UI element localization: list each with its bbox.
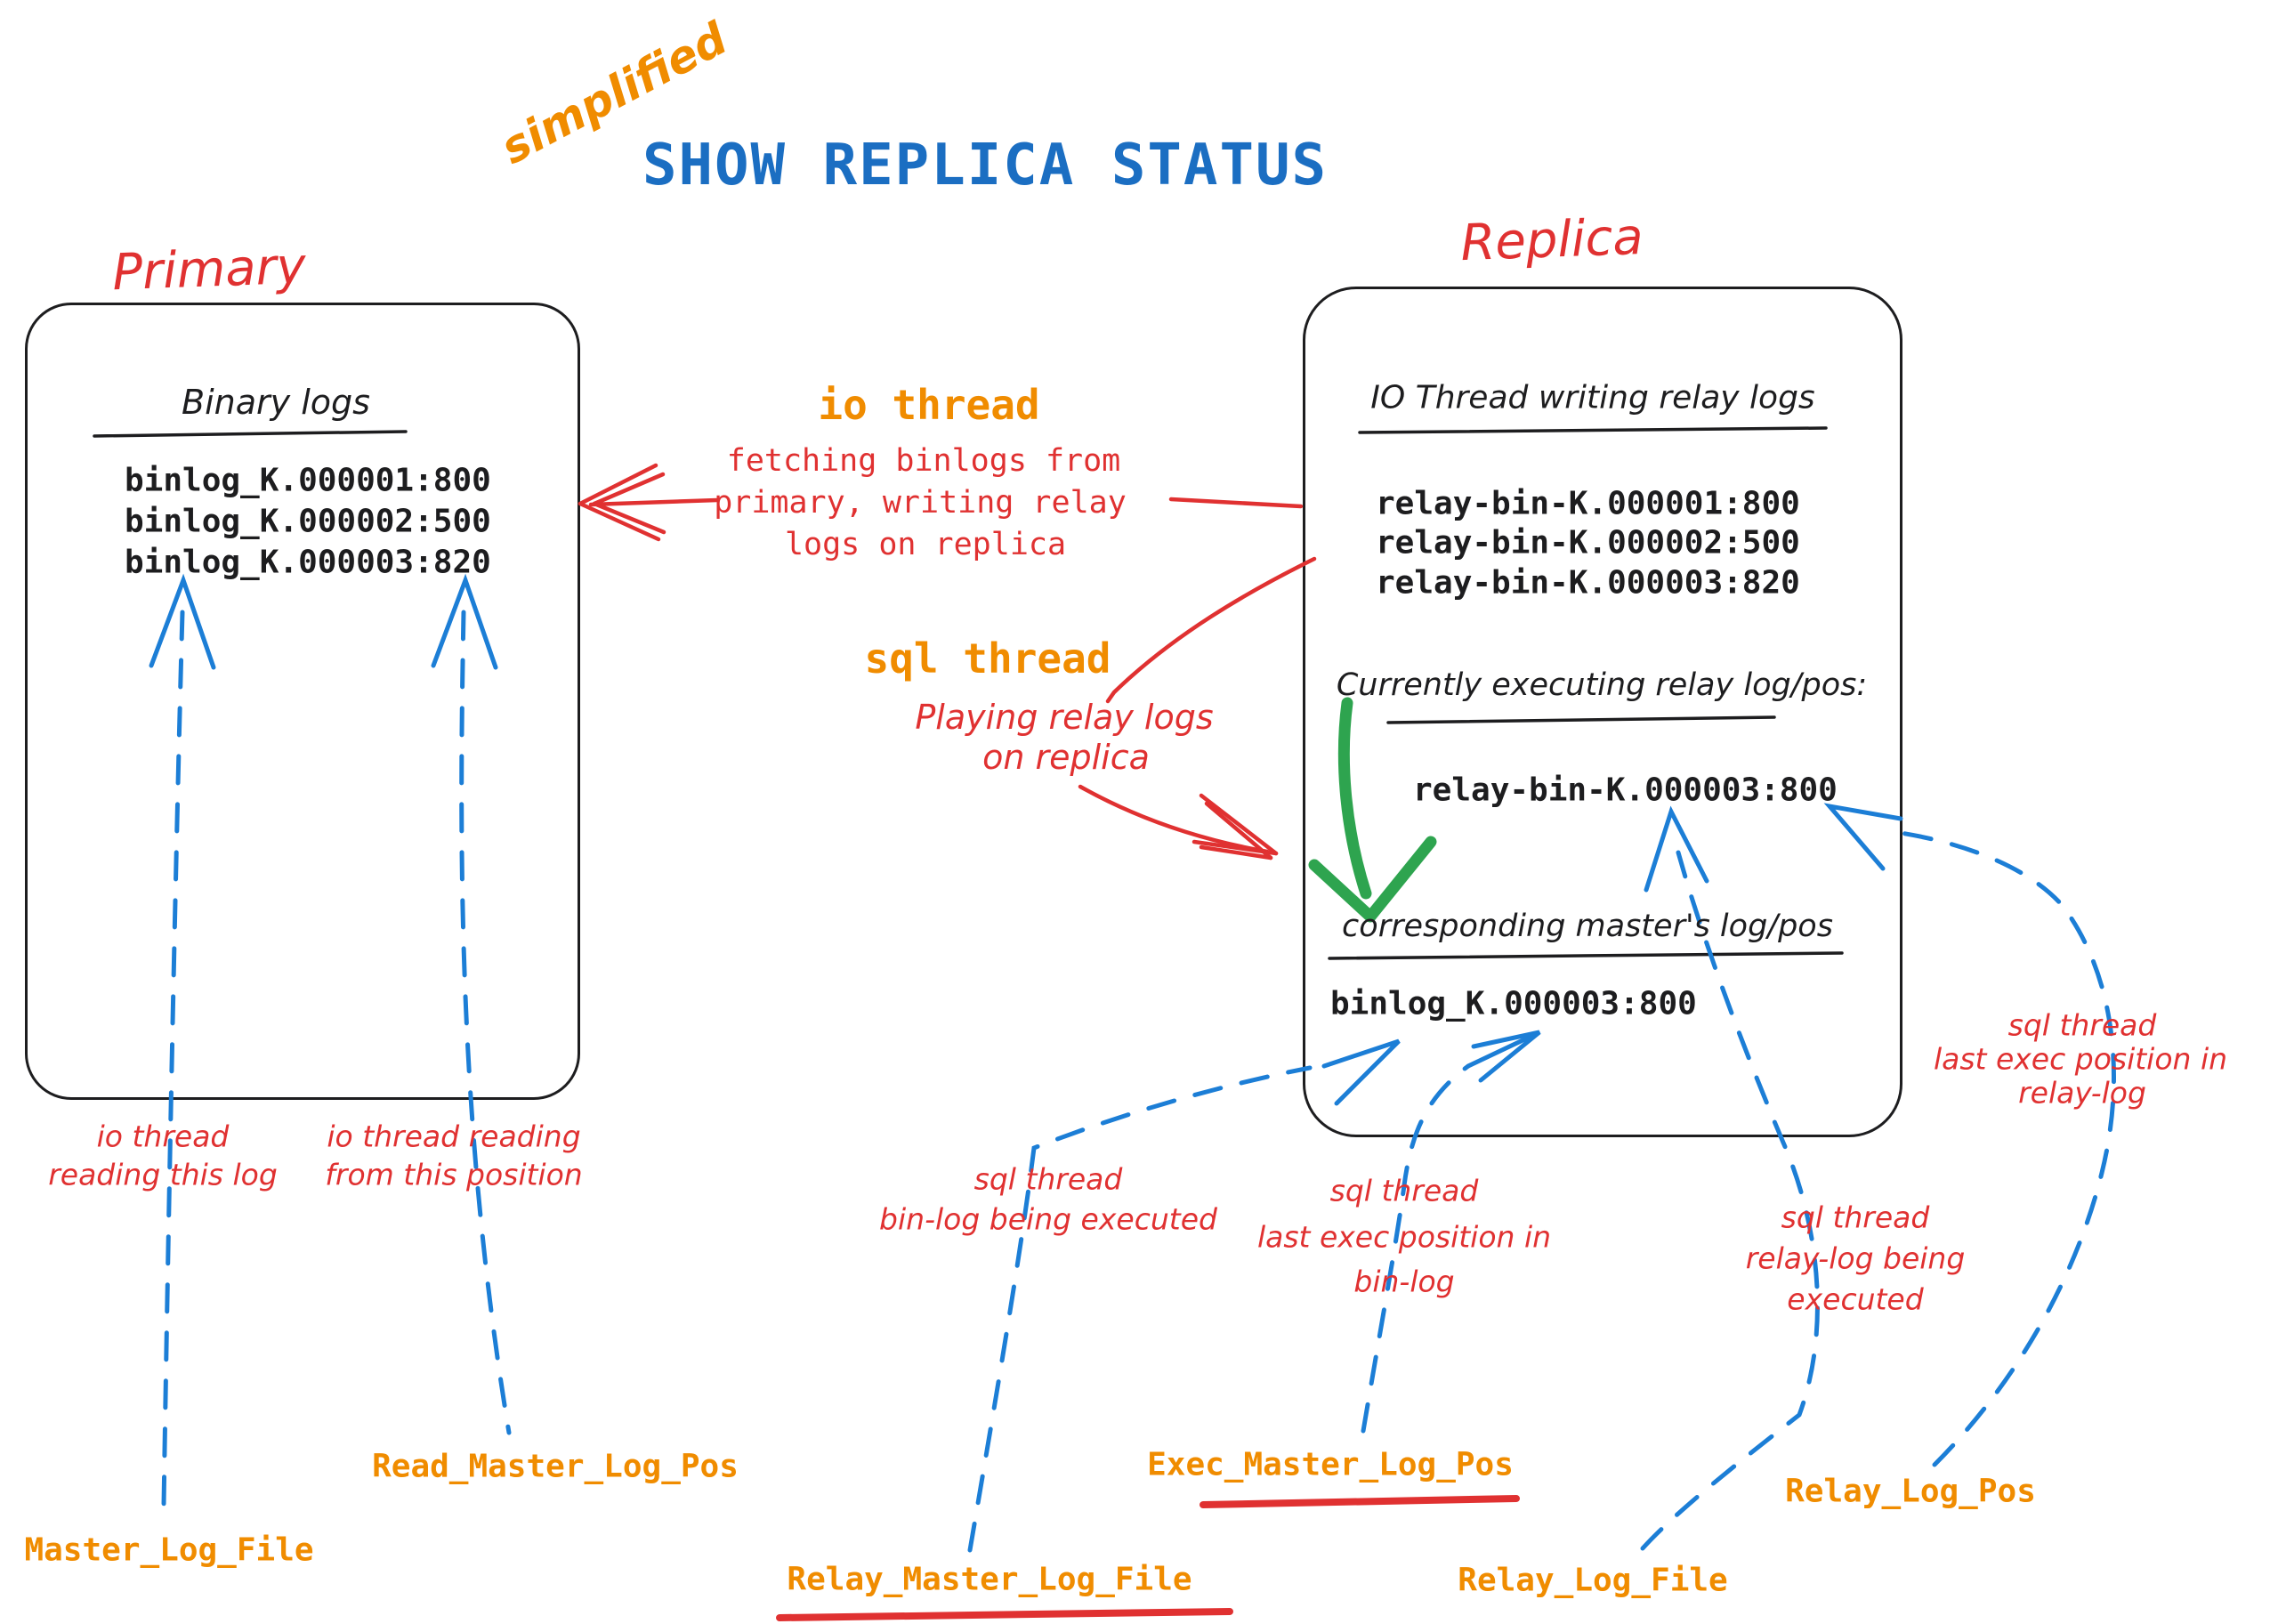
note-sql-last-relaylog: relay-log: [2018, 1075, 2146, 1111]
note-sql-last-binlog: last exec position in: [1256, 1219, 1552, 1255]
field-exec-master-log-pos: Exec_Master_Log_Pos: [1147, 1446, 1514, 1483]
underline-relay-master-log-file: [776, 1608, 1233, 1621]
note-sql-last-relaylog: sql thread: [2007, 1007, 2157, 1043]
replica-label: Replica: [1459, 207, 1644, 273]
io-thread-arrow: [578, 463, 1304, 542]
io-thread-note-line: fetching binlogs from: [726, 443, 1121, 479]
field-master-log-file: Master_Log_File: [24, 1531, 314, 1569]
field-read-master-log-pos: Read_Master_Log_Pos: [372, 1448, 739, 1485]
underline-exec-master-log-pos: [1200, 1495, 1520, 1508]
note-sql-relaylog-exec: relay-log being: [1745, 1240, 1966, 1276]
note-sql-last-relaylog: last exec position in: [1933, 1041, 2228, 1077]
relay-log-entry: relay-bin-K.000002:500: [1376, 524, 1800, 562]
relay-log-file-arrow: [1640, 850, 1820, 1551]
relay-log-file-arrowhead-icon: [1644, 805, 1709, 893]
relay-log-pos-arrowhead-icon: [1823, 803, 1903, 871]
note-sql-relaylog-exec: sql thread: [1781, 1200, 1930, 1235]
note-io-reading-pos: io thread reading: [327, 1119, 581, 1154]
relay-log-entry: relay-bin-K.000001:800: [1376, 485, 1800, 522]
relay-master-log-file-arrow: [967, 1065, 1313, 1553]
note-sql-last-binlog: bin-log: [1353, 1264, 1455, 1299]
sql-thread-note-line: on replica: [982, 738, 1150, 777]
field-relay-master-log-file: Relay_Master_Log_File: [787, 1561, 1192, 1598]
blue-pointer-arrows: [149, 573, 2116, 1553]
replica-io-heading: IO Thread writing relay logs: [1370, 379, 1815, 416]
binlog-entry: binlog_K.000001:800: [125, 462, 491, 499]
field-emphasis-underlines: [776, 1495, 1520, 1621]
io-thread-arrowhead-icon: [578, 463, 658, 506]
note-sql-binlog-exec: sql thread: [973, 1161, 1123, 1197]
green-down-arrow-icon: [1308, 697, 1437, 923]
sql-thread-pointer-upper: [1105, 556, 1317, 704]
read-master-log-pos-arrowhead-icon: [431, 573, 498, 670]
underline-currently-executing: [1386, 715, 1776, 724]
note-sql-relaylog-exec: executed: [1787, 1281, 1924, 1317]
primary-server-box: [25, 303, 580, 1100]
io-thread-note-line: logs on replica: [784, 527, 1067, 562]
sql-thread-note-line: Playing relay logs: [915, 698, 1214, 737]
replica-exec-heading: Currently executing relay log/pos:: [1336, 667, 1868, 703]
underline-io-thread-heading: [1358, 426, 1828, 434]
note-sql-binlog-exec: bin-log being executed: [879, 1201, 1217, 1237]
underline-binary-logs: [93, 430, 408, 438]
relay-log-entry: relay-bin-K.000003:820: [1376, 564, 1800, 602]
note-io-reading-log: io thread: [96, 1119, 230, 1154]
master-log-file-arrowhead-icon: [149, 573, 216, 670]
page-title: SHOW REPLICA STATUS: [642, 133, 1329, 198]
note-io-reading-pos: from this position: [325, 1157, 583, 1192]
sql-thread-arrowhead-icon: [1199, 793, 1279, 856]
exec-master-log-pos-arrowhead-icon: [1471, 1030, 1541, 1083]
replica-master-heading: corresponding master's log/pos: [1342, 909, 1833, 944]
field-relay-log-pos: Relay_Log_Pos: [1785, 1473, 2036, 1510]
sql-thread-pointer-lower: [1078, 784, 1279, 860]
master-log-file-arrow: [161, 610, 185, 1508]
primary-label: Primary: [111, 237, 307, 303]
binlog-entry: binlog_K.000002:500: [125, 503, 491, 540]
corresponding-master-pos: binlog_K.000003:800: [1330, 985, 1697, 1022]
io-thread-note-line: primary, writing relay: [714, 485, 1127, 521]
primary-heading: Binary logs: [182, 383, 370, 422]
underline-corresponding-master: [1328, 951, 1844, 960]
binlog-entry: binlog_K.000003:820: [125, 544, 491, 581]
field-relay-log-file: Relay_Log_File: [1458, 1562, 1728, 1599]
relay-master-log-file-arrowhead-icon: [1321, 1038, 1401, 1106]
io-thread-label: io thread: [818, 381, 1040, 429]
relay-log-pos-arrow: [1886, 828, 2116, 1467]
current-relay-log-pos: relay-bin-K.000003:800: [1413, 772, 1838, 809]
read-master-log-pos-arrow: [459, 610, 512, 1435]
replica-server-box: [1303, 287, 1902, 1137]
note-io-reading-log: reading this log: [48, 1157, 278, 1192]
exec-master-log-pos-arrow: [1361, 1063, 1471, 1434]
heading-underlines: [93, 426, 1844, 960]
sql-thread-label: sql thread: [864, 634, 1111, 683]
note-sql-last-binlog: sql thread: [1329, 1173, 1479, 1208]
